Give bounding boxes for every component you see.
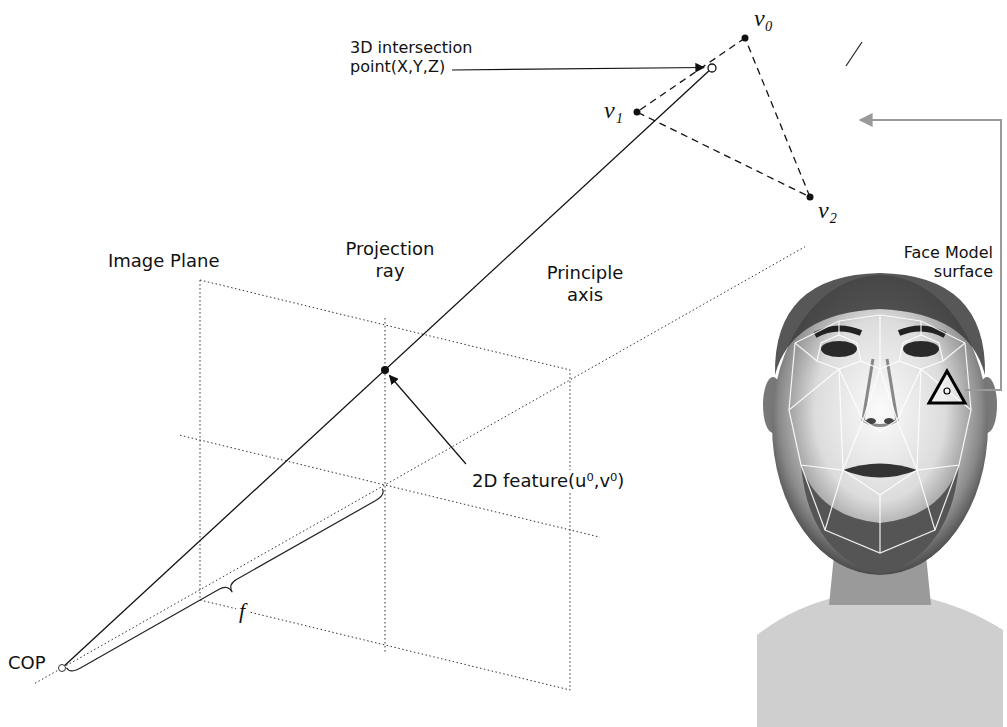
face-model-picture: [757, 273, 1003, 727]
dimension-label: f: [236, 598, 248, 624]
plane-label: Image Plane: [108, 250, 219, 272]
vertex-dot: [742, 35, 749, 42]
callout-label: 3D intersection point(X,Y,Z): [350, 38, 500, 76]
model-link-arrow: [860, 120, 1001, 285]
focal-brace: [67, 489, 384, 671]
leader-arrow: [452, 68, 704, 71]
vertex-label: v₁: [604, 96, 623, 124]
vertex-dot: [634, 109, 641, 116]
triangle-edge: [637, 38, 810, 197]
leader-arrow: [390, 376, 467, 465]
cop-point: [59, 665, 66, 672]
node-heading: Face Model surface: [881, 243, 993, 281]
point-label: COP: [8, 652, 46, 674]
line-label: Principle axis: [535, 262, 635, 306]
vertex-label: v₀: [754, 4, 773, 32]
triangle-facet: v₀ v₁ v₂: [598, 2, 860, 234]
vertex-dot: [807, 194, 814, 201]
principal-axis: [35, 247, 805, 684]
face-model: Face Model surface: [757, 285, 1003, 727]
line-label: Projection ray: [340, 238, 440, 282]
tick-mark: [846, 42, 862, 66]
vertex-label: v₂: [818, 196, 837, 224]
projection-ray: [62, 68, 712, 668]
callout-label: 2D feature(u⁰,v⁰): [470, 470, 626, 492]
intersection-point: [708, 64, 716, 72]
feature-point: [381, 366, 389, 374]
